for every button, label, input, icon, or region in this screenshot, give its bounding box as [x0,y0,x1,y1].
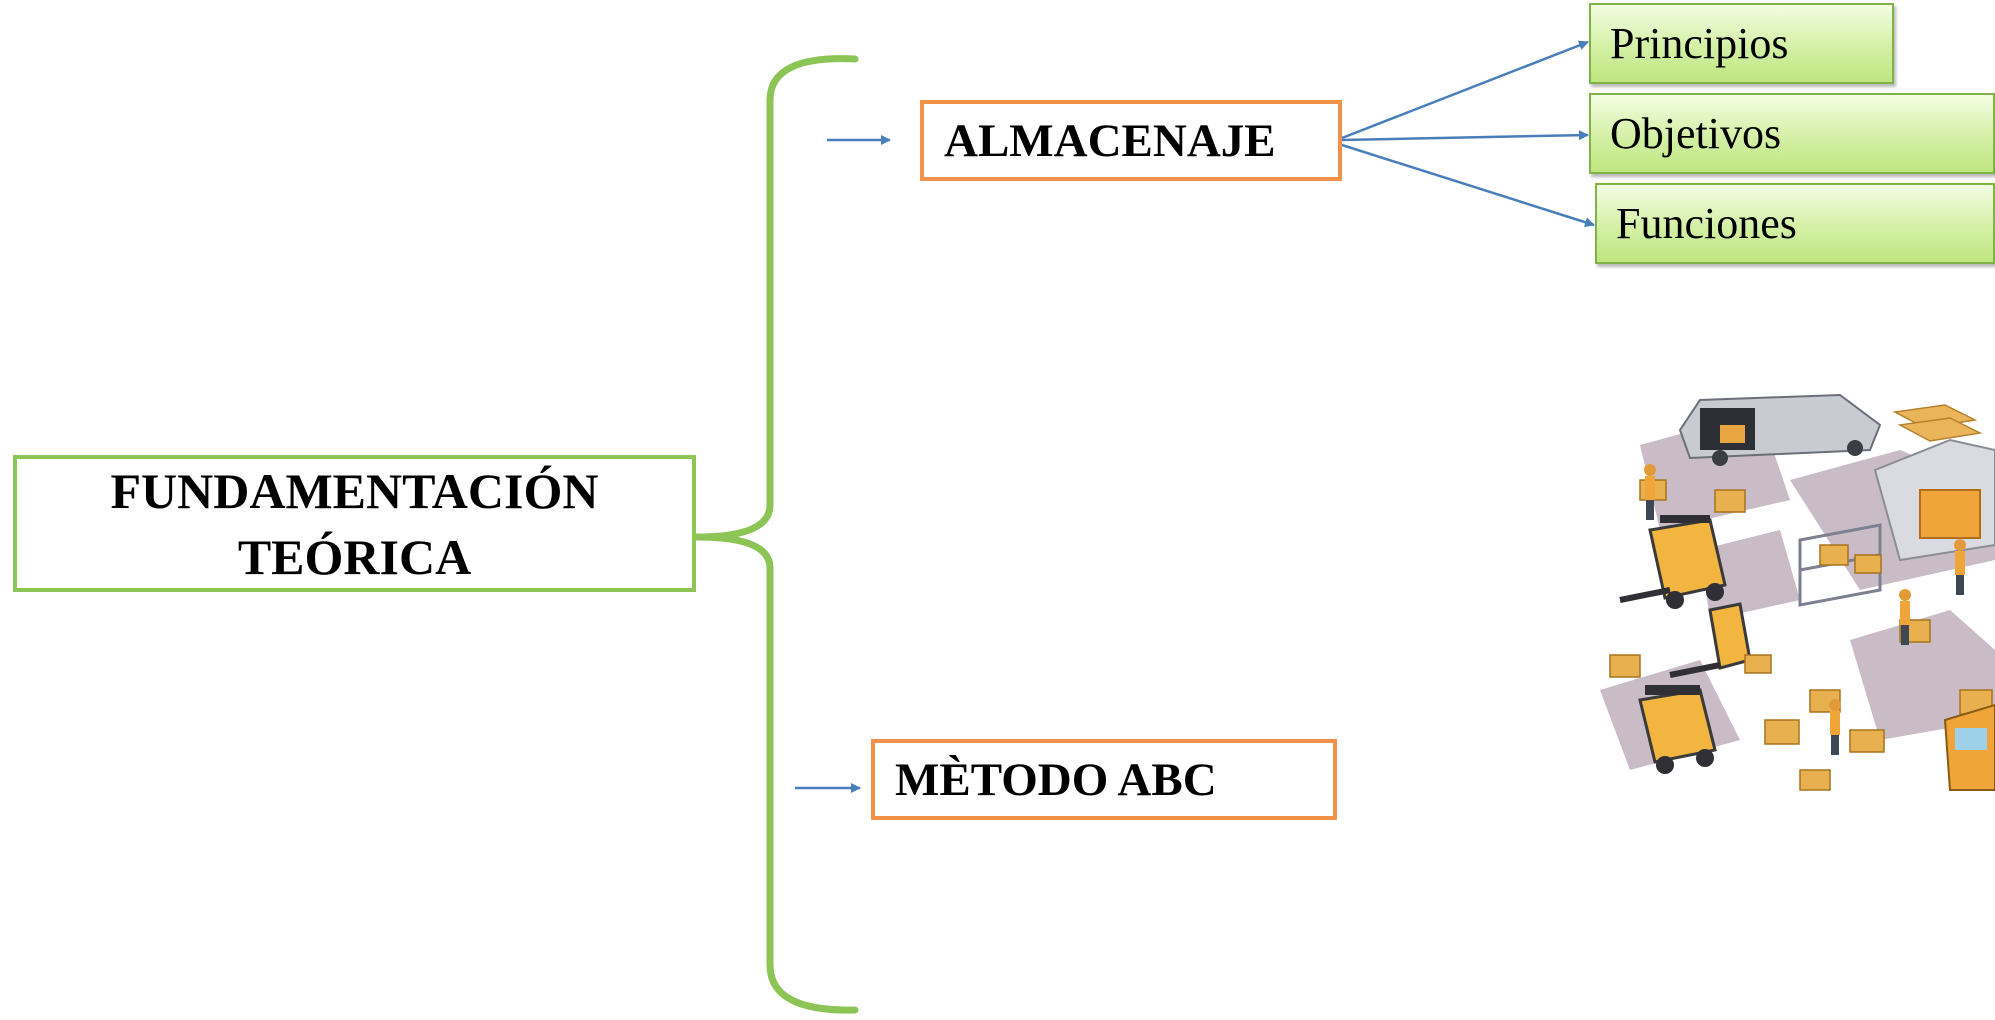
leaf-node-funciones: Funciones [1595,183,1995,264]
root-node-label-line1: FUNDAMENTACIÓN [110,462,599,519]
leaf-node-principios: Principios [1589,3,1894,84]
pallets [1892,404,1983,442]
workers [1644,464,1966,755]
cardboard-boxes [1609,479,1993,791]
branch-node-metodo-abc: MÈTODO ABC [871,739,1337,820]
warehouse-building [1873,438,1995,562]
truck [1943,703,1995,791]
forklifts [1619,515,1752,774]
branch-node-label: MÈTODO ABC [895,753,1217,806]
arrow-to-objetivos [1341,130,1589,142]
leaf-node-label: Principios [1610,19,1789,68]
branch-node-almacenaje: ALMACENAJE [920,100,1342,181]
leaf-node-label: Funciones [1616,199,1797,248]
leaf-node-objetivos: Objetivos [1589,93,1995,174]
root-node-fundamentacion-teorica: FUNDAMENTACIÓN TEÓRICA [13,455,696,592]
branch-node-label: ALMACENAJE [944,114,1276,167]
arrow-to-funciones [1341,143,1595,228]
curly-brace [693,55,859,1014]
arrow-to-principios [1341,40,1589,140]
root-node-label-line2: TEÓRICA [237,528,472,585]
leaf-node-label: Objetivos [1610,109,1782,158]
delivery-van [1678,393,1882,466]
